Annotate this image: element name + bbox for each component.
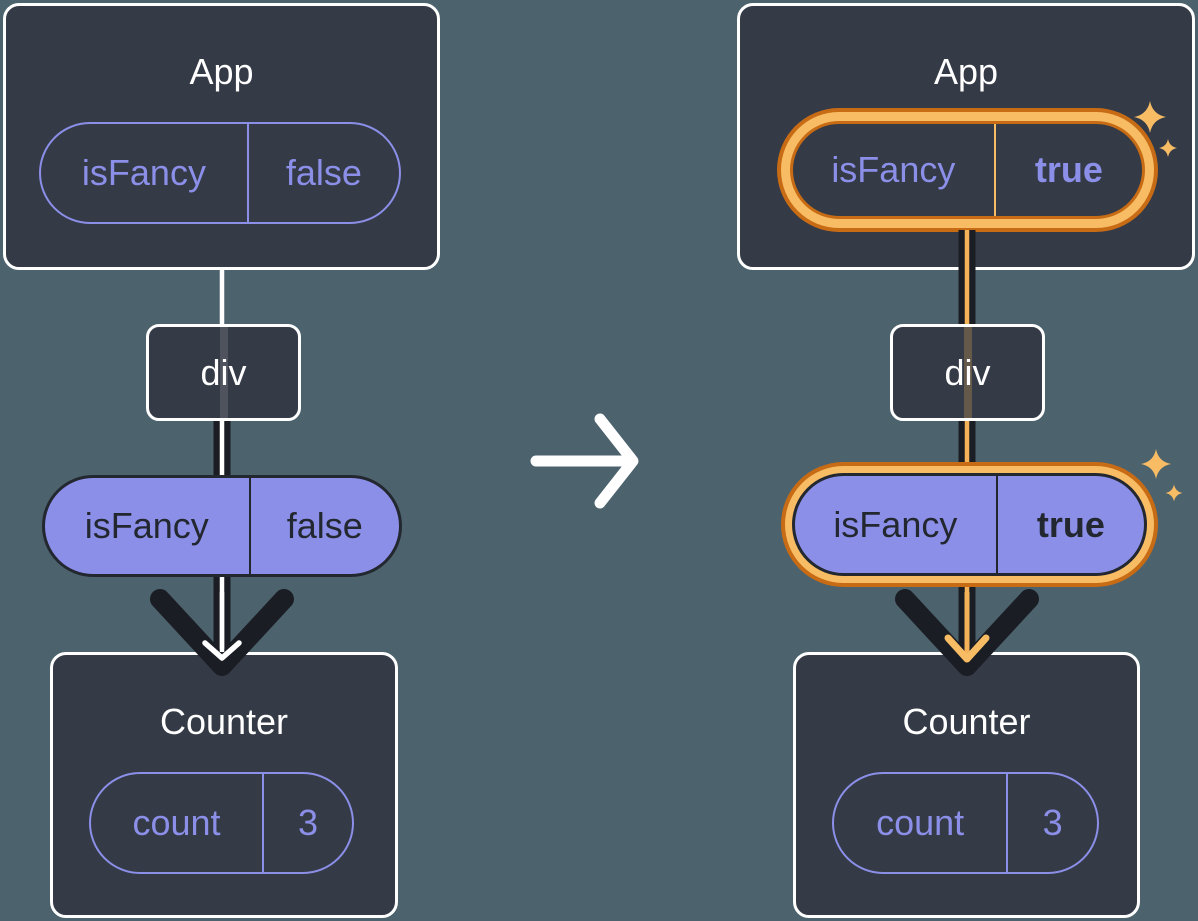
prop-pill-after-highlighted: isFancy true [792,473,1147,576]
prop-value-label: false [248,478,399,574]
app-component-box-before: App isFancy false [3,3,440,270]
state-value-label: false [246,124,399,222]
counter-state-pill-after: count 3 [832,772,1099,874]
app-state-pill-after-highlighted: isFancy true [790,121,1145,219]
prop-key-label: isFancy [833,503,958,545]
prop-pill-before: isFancy false [42,475,402,577]
line-through-div-before [219,327,228,418]
counter-component-box-after: Counter count 3 [793,652,1140,918]
div-label-before: div [200,351,247,393]
div-element-box-after: div [890,324,1045,421]
line-through-div-after [963,327,972,418]
state-value-label: 3 [261,774,352,872]
counter-component-box-before: Counter count 3 [50,652,398,918]
counter-title-after: Counter [902,701,1031,742]
app-component-box-after: App isFancy true [737,3,1195,270]
div-label-after: div [944,351,991,393]
state-value-label: 3 [1006,774,1097,872]
prop-key-label: isFancy [84,505,209,546]
counter-state-pill-before: count 3 [89,772,354,874]
app-state-pill-before: isFancy false [39,122,401,224]
counter-title-before: Counter [159,701,289,742]
app-title-before: App [189,51,254,92]
div-element-box-before: div [146,324,301,421]
app-title-after: App [933,51,999,92]
state-key-label: count [876,802,965,843]
state-value-label: true [993,124,1142,216]
state-key-label: isFancy [831,149,956,190]
prop-value-label: true [995,476,1144,573]
state-key-label: isFancy [81,152,206,193]
state-key-label: count [132,802,221,843]
